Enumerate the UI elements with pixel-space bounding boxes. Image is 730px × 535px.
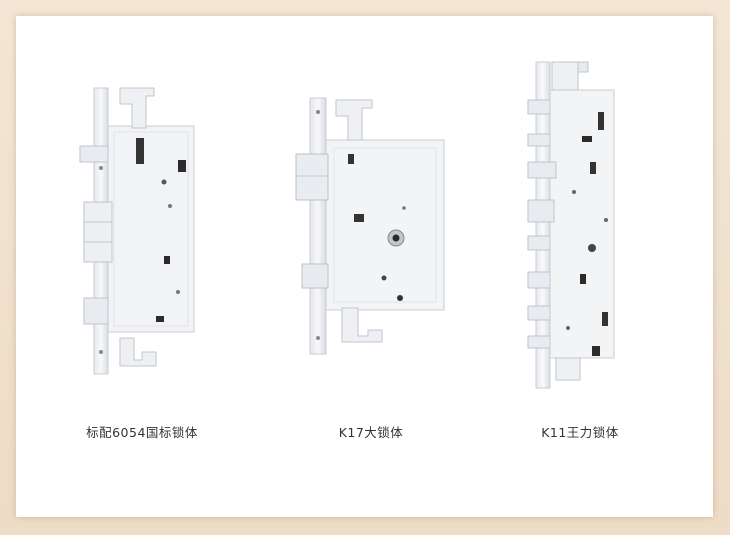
caption-k11: K11王力锁体 <box>541 425 619 440</box>
lock-body-6054-illustration <box>79 87 195 375</box>
product-panel: 标配6054国标锁体 K17大锁体 K11王力锁体 <box>16 16 713 517</box>
caption-6054: 标配6054国标锁体 <box>86 425 198 440</box>
lock-body-k11-illustration <box>527 61 615 389</box>
caption-k17: K17大锁体 <box>338 425 404 440</box>
lock-body-k17-illustration <box>295 97 445 355</box>
lock-body-k11 <box>522 16 642 396</box>
lock-body-k17 <box>292 16 452 396</box>
lock-body-6054 <box>74 16 214 396</box>
